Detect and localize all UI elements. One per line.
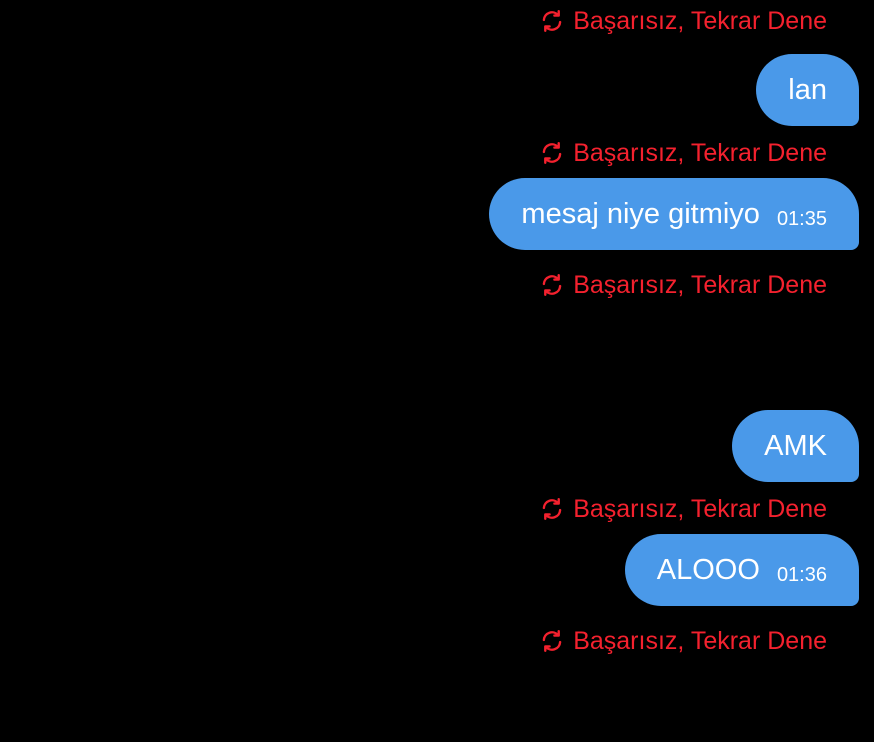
retry-label: Başarısız, Tekrar Dene <box>573 6 827 35</box>
message-text: mesaj niye gitmiyo <box>521 197 760 230</box>
message-bubble[interactable]: lan <box>756 54 859 126</box>
message-text: AMK <box>764 429 827 462</box>
refresh-icon <box>539 496 565 522</box>
retry-label: Başarısız, Tekrar Dene <box>573 138 827 167</box>
retry-status[interactable]: Başarısız, Tekrar Dene <box>539 492 827 526</box>
retry-status[interactable]: Başarısız, Tekrar Dene <box>539 4 827 38</box>
retry-label: Başarısız, Tekrar Dene <box>573 494 827 523</box>
message-bubble[interactable]: mesaj niye gitmiyo 01:35 <box>489 178 859 250</box>
retry-status[interactable]: Başarısız, Tekrar Dene <box>539 624 827 658</box>
retry-status[interactable]: Başarısız, Tekrar Dene <box>539 268 827 302</box>
message-time: 01:36 <box>776 563 827 586</box>
refresh-icon <box>539 140 565 166</box>
message-time: 01:35 <box>776 207 827 230</box>
message-bubble[interactable]: ALOOO 01:36 <box>624 534 859 606</box>
refresh-icon <box>539 628 565 654</box>
retry-label: Başarısız, Tekrar Dene <box>573 626 827 655</box>
retry-status[interactable]: Başarısız, Tekrar Dene <box>539 136 827 170</box>
retry-label: Başarısız, Tekrar Dene <box>573 270 827 299</box>
refresh-icon <box>539 8 565 34</box>
refresh-icon <box>539 272 565 298</box>
message-text: ALOOO <box>656 553 760 586</box>
message-bubble[interactable]: AMK <box>732 410 859 482</box>
message-text: lan <box>788 73 827 106</box>
